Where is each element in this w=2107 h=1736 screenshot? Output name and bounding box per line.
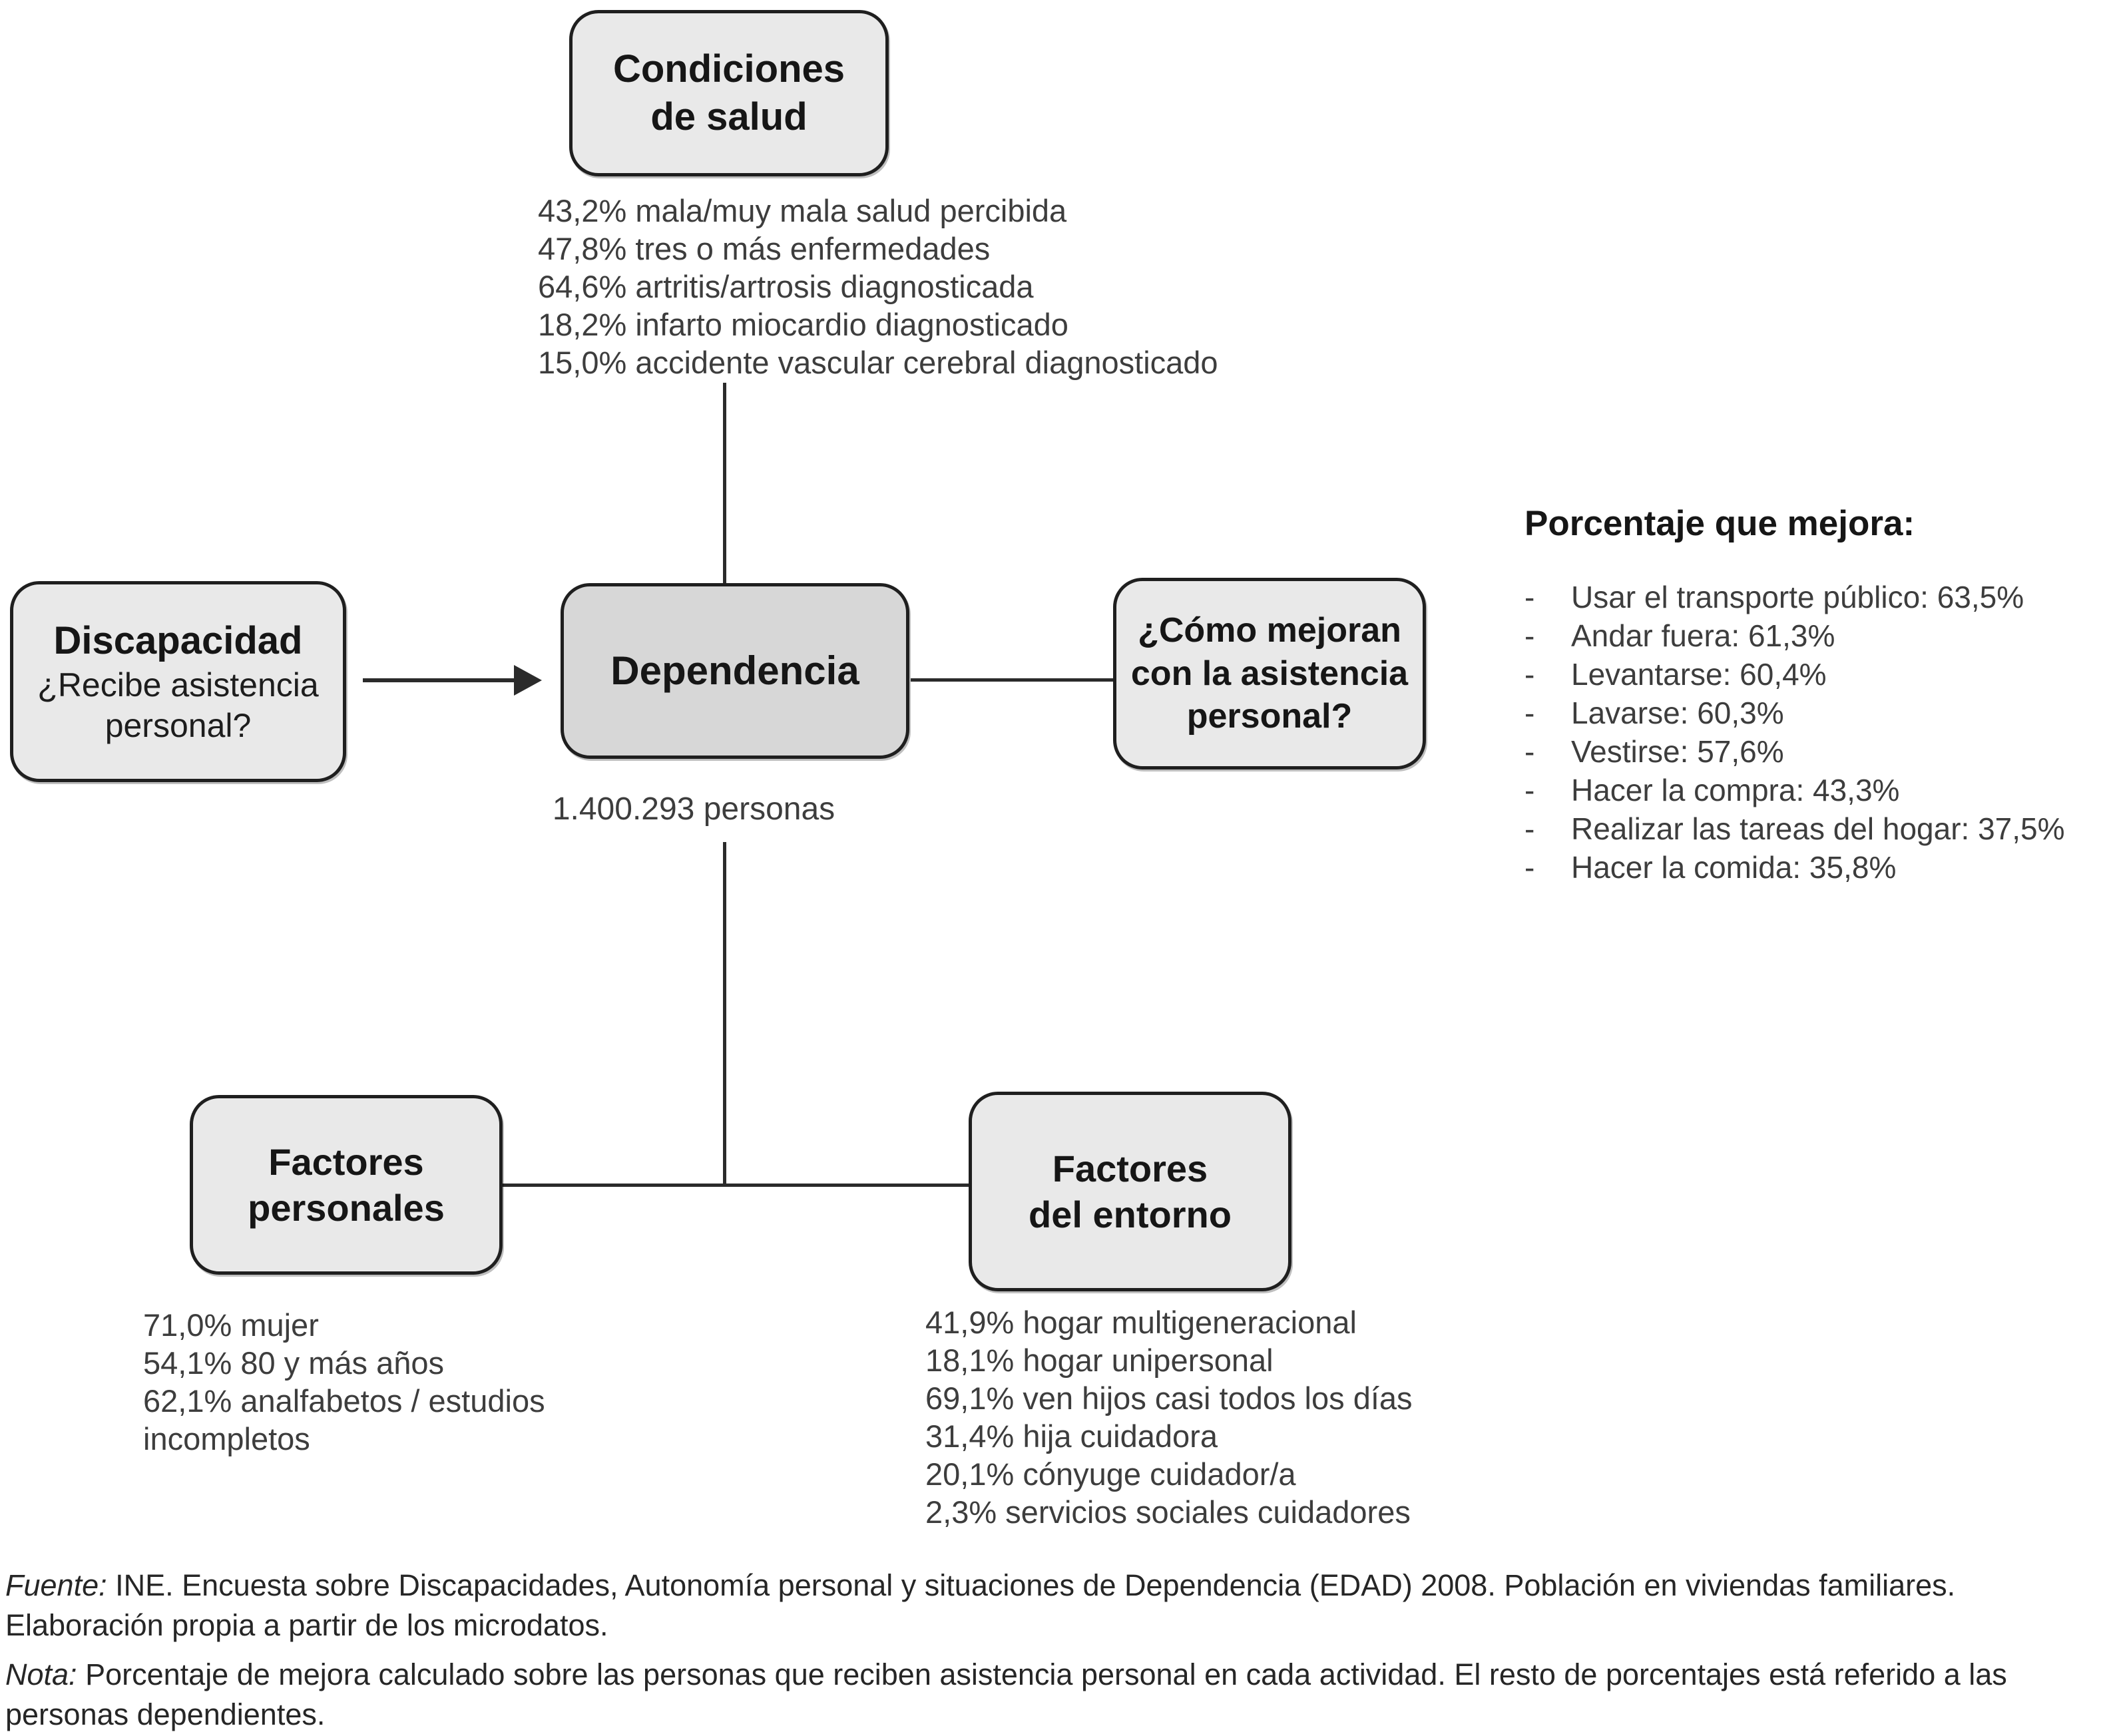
mejora-title: Porcentaje que mejora: <box>1524 504 1915 543</box>
factores-entorno-title: Factores del entorno <box>1029 1147 1232 1235</box>
fuente-text: INE. Encuesta sobre Discapacidades, Auto… <box>5 1568 1956 1642</box>
nota-label: Nota: <box>5 1657 77 1691</box>
mejora-item-label: Andar fuera: 61,3% <box>1571 618 1835 653</box>
mejora-item: - Hacer la compra: 43,3% <box>1524 771 2065 809</box>
mejora-list: - Usar el transporte público: 63,5% - An… <box>1524 578 2065 887</box>
mejora-item: - Lavarse: 60,3% <box>1524 694 2065 732</box>
mejora-item-label: Usar el transporte público: 63,5% <box>1571 580 2024 614</box>
mejora-item: - Usar el transporte público: 63,5% <box>1524 578 2065 616</box>
arrow-discapacidad-dependencia <box>363 678 519 682</box>
stat-line: 18,1% hogar unipersonal <box>925 1343 1274 1378</box>
mejora-item: - Andar fuera: 61,3% <box>1524 616 2065 655</box>
mejora-item: - Hacer la comida: 35,8% <box>1524 848 2065 887</box>
dependencia-count: 1.400.293 personas <box>552 791 835 827</box>
connector-condiciones-dependencia <box>723 383 726 583</box>
stat-line: 2,3% servicios sociales cuidadores <box>925 1494 1411 1530</box>
mejora-item: - Realizar las tareas del hogar: 37,5% <box>1524 809 2065 848</box>
mejora-item: - Levantarse: 60,4% <box>1524 655 2065 694</box>
connector-factores-horizontal <box>503 1184 971 1187</box>
stat-line: 43,2% mala/muy mala salud percibida <box>538 193 1067 228</box>
bullet-dash: - <box>1524 696 1535 730</box>
dependencia-title: Dependencia <box>610 648 859 693</box>
stat-line: 20,1% cónyuge cuidador/a <box>925 1456 1296 1492</box>
stat-line: 71,0% mujer <box>143 1307 319 1343</box>
connector-dependencia-factores <box>723 842 726 1186</box>
health-stats-list: 43,2% mala/muy mala salud percibida 47,8… <box>538 192 1218 381</box>
mejora-item-label: Lavarse: 60,3% <box>1571 696 1784 730</box>
nota-note: Nota: Porcentaje de mejora calculado sob… <box>5 1655 2102 1735</box>
mejora-item-label: Hacer la compra: 43,3% <box>1571 773 1900 807</box>
box-factores-entorno: Factores del entorno <box>969 1092 1291 1291</box>
entorno-stats-list: 41,9% hogar multigeneracional 18,1% hoga… <box>925 1303 1413 1531</box>
box-factores-personales: Factores personales <box>190 1095 503 1275</box>
bullet-dash: - <box>1524 618 1535 653</box>
mejora-item-label: Vestirse: 57,6% <box>1571 734 1784 769</box>
bullet-dash: - <box>1524 850 1535 885</box>
box-discapacidad: Discapacidad ¿Recibe asistencia personal… <box>10 581 346 782</box>
personales-stats-list: 71,0% mujer 54,1% 80 y más años 62,1% an… <box>143 1306 545 1458</box>
bullet-dash: - <box>1524 657 1535 692</box>
condiciones-title: Condiciones de salud <box>612 47 845 138</box>
fuente-note: Fuente: INE. Encuesta sobre Discapacidad… <box>5 1566 2102 1645</box>
box-condiciones-de-salud: Condiciones de salud <box>569 10 889 176</box>
factores-personales-title: Factores personales <box>248 1140 445 1229</box>
discapacidad-title: Discapacidad <box>53 619 303 663</box>
mejora-item-label: Levantarse: 60,4% <box>1571 657 1827 692</box>
bullet-dash: - <box>1524 580 1535 614</box>
fuente-label: Fuente: <box>5 1568 107 1602</box>
stat-line: 47,8% tres o más enfermedades <box>538 231 991 266</box>
box-como-mejoran: ¿Cómo mejoran con la asistencia personal… <box>1113 578 1426 769</box>
box-dependencia: Dependencia <box>561 583 909 759</box>
stat-line: 31,4% hija cuidadora <box>925 1418 1218 1454</box>
discapacidad-question: ¿Recibe asistencia personal? <box>37 666 319 744</box>
stat-line: 15,0% accidente vascular cerebral diagno… <box>538 345 1218 380</box>
bullet-dash: - <box>1524 811 1535 846</box>
stat-line: 64,6% artritis/artrosis diagnosticada <box>538 269 1034 304</box>
arrowhead-right-icon <box>514 665 542 696</box>
mejora-item-label: Realizar las tareas del hogar: 37,5% <box>1571 811 2065 846</box>
stat-line: 18,2% infarto miocardio diagnosticado <box>538 307 1068 342</box>
mejora-item-label: Hacer la comida: 35,8% <box>1571 850 1897 885</box>
connector-dependencia-mejora <box>911 678 1114 682</box>
bullet-dash: - <box>1524 773 1535 807</box>
nota-text: Porcentaje de mejora calculado sobre las… <box>5 1657 2007 1731</box>
stat-line: 69,1% ven hijos casi todos los días <box>925 1381 1413 1416</box>
stat-line: 54,1% 80 y más años <box>143 1345 444 1381</box>
como-mejoran-title: ¿Cómo mejoran con la asistencia personal… <box>1130 611 1409 736</box>
mejora-item: - Vestirse: 57,6% <box>1524 732 2065 771</box>
stat-line: 62,1% analfabetos / estudios incompletos <box>143 1383 545 1456</box>
stat-line: 41,9% hogar multigeneracional <box>925 1305 1357 1340</box>
bullet-dash: - <box>1524 734 1535 769</box>
